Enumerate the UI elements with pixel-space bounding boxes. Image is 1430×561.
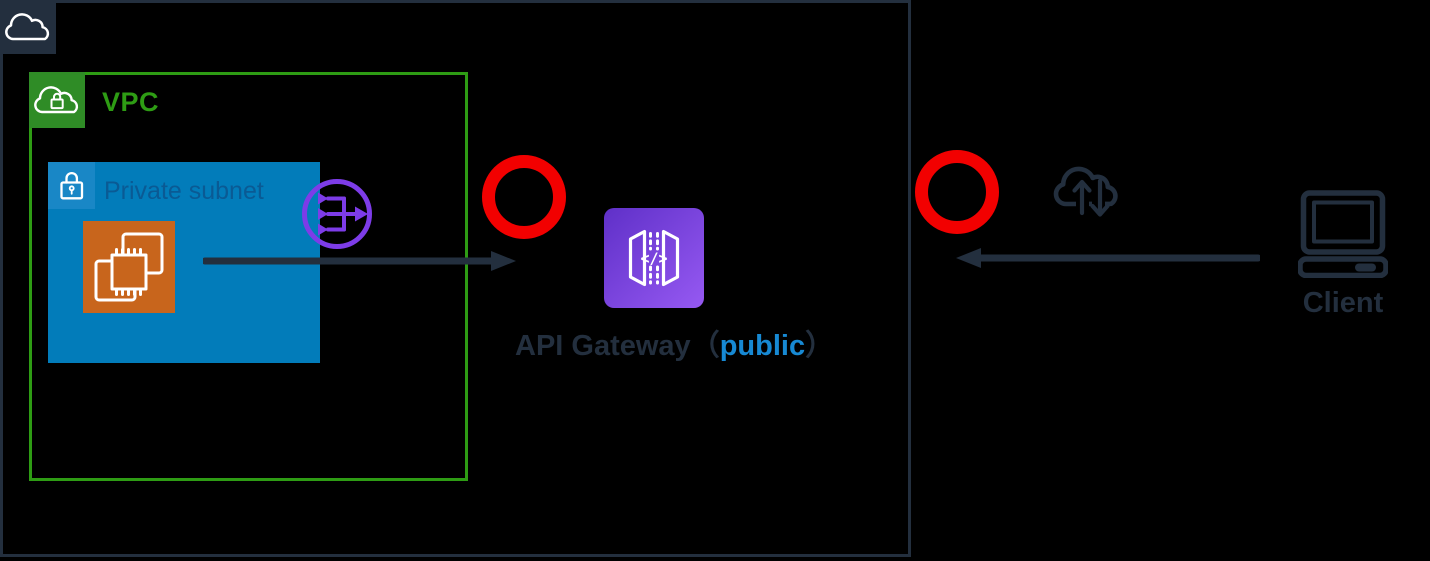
private-subnet-lock-icon (48, 162, 95, 209)
red-circle-marker-right (915, 150, 999, 234)
arrow-client-to-api-gateway (956, 248, 1260, 268)
aws-cloud-icon (0, 0, 56, 54)
client-label: Client (1302, 287, 1384, 319)
svg-text:</>: </> (640, 250, 667, 268)
vpc-cloud-lock-icon (29, 72, 85, 128)
arrow-ec2-to-api-gateway (203, 251, 516, 271)
private-subnet-label: Private subnet (104, 177, 264, 205)
vpc-label: VPC (102, 87, 160, 117)
api-gateway-label-public: public (719, 330, 806, 362)
aws-cloud-group (0, 0, 911, 557)
api-gateway-label: API Gateway（public） (515, 322, 834, 364)
client-computer-icon (1298, 190, 1388, 278)
vpc-endpoint-icon (302, 179, 372, 249)
ec2-instance-icon (83, 221, 175, 313)
red-circle-marker-left (482, 155, 566, 239)
internet-cloud-updown-icon (1053, 166, 1118, 217)
api-gateway-icon: </> (604, 208, 704, 308)
api-gateway-label-prefix: API Gateway（ (515, 330, 720, 362)
vpc-group-border (29, 72, 468, 481)
api-gateway-label-suffix: ） (805, 330, 835, 362)
